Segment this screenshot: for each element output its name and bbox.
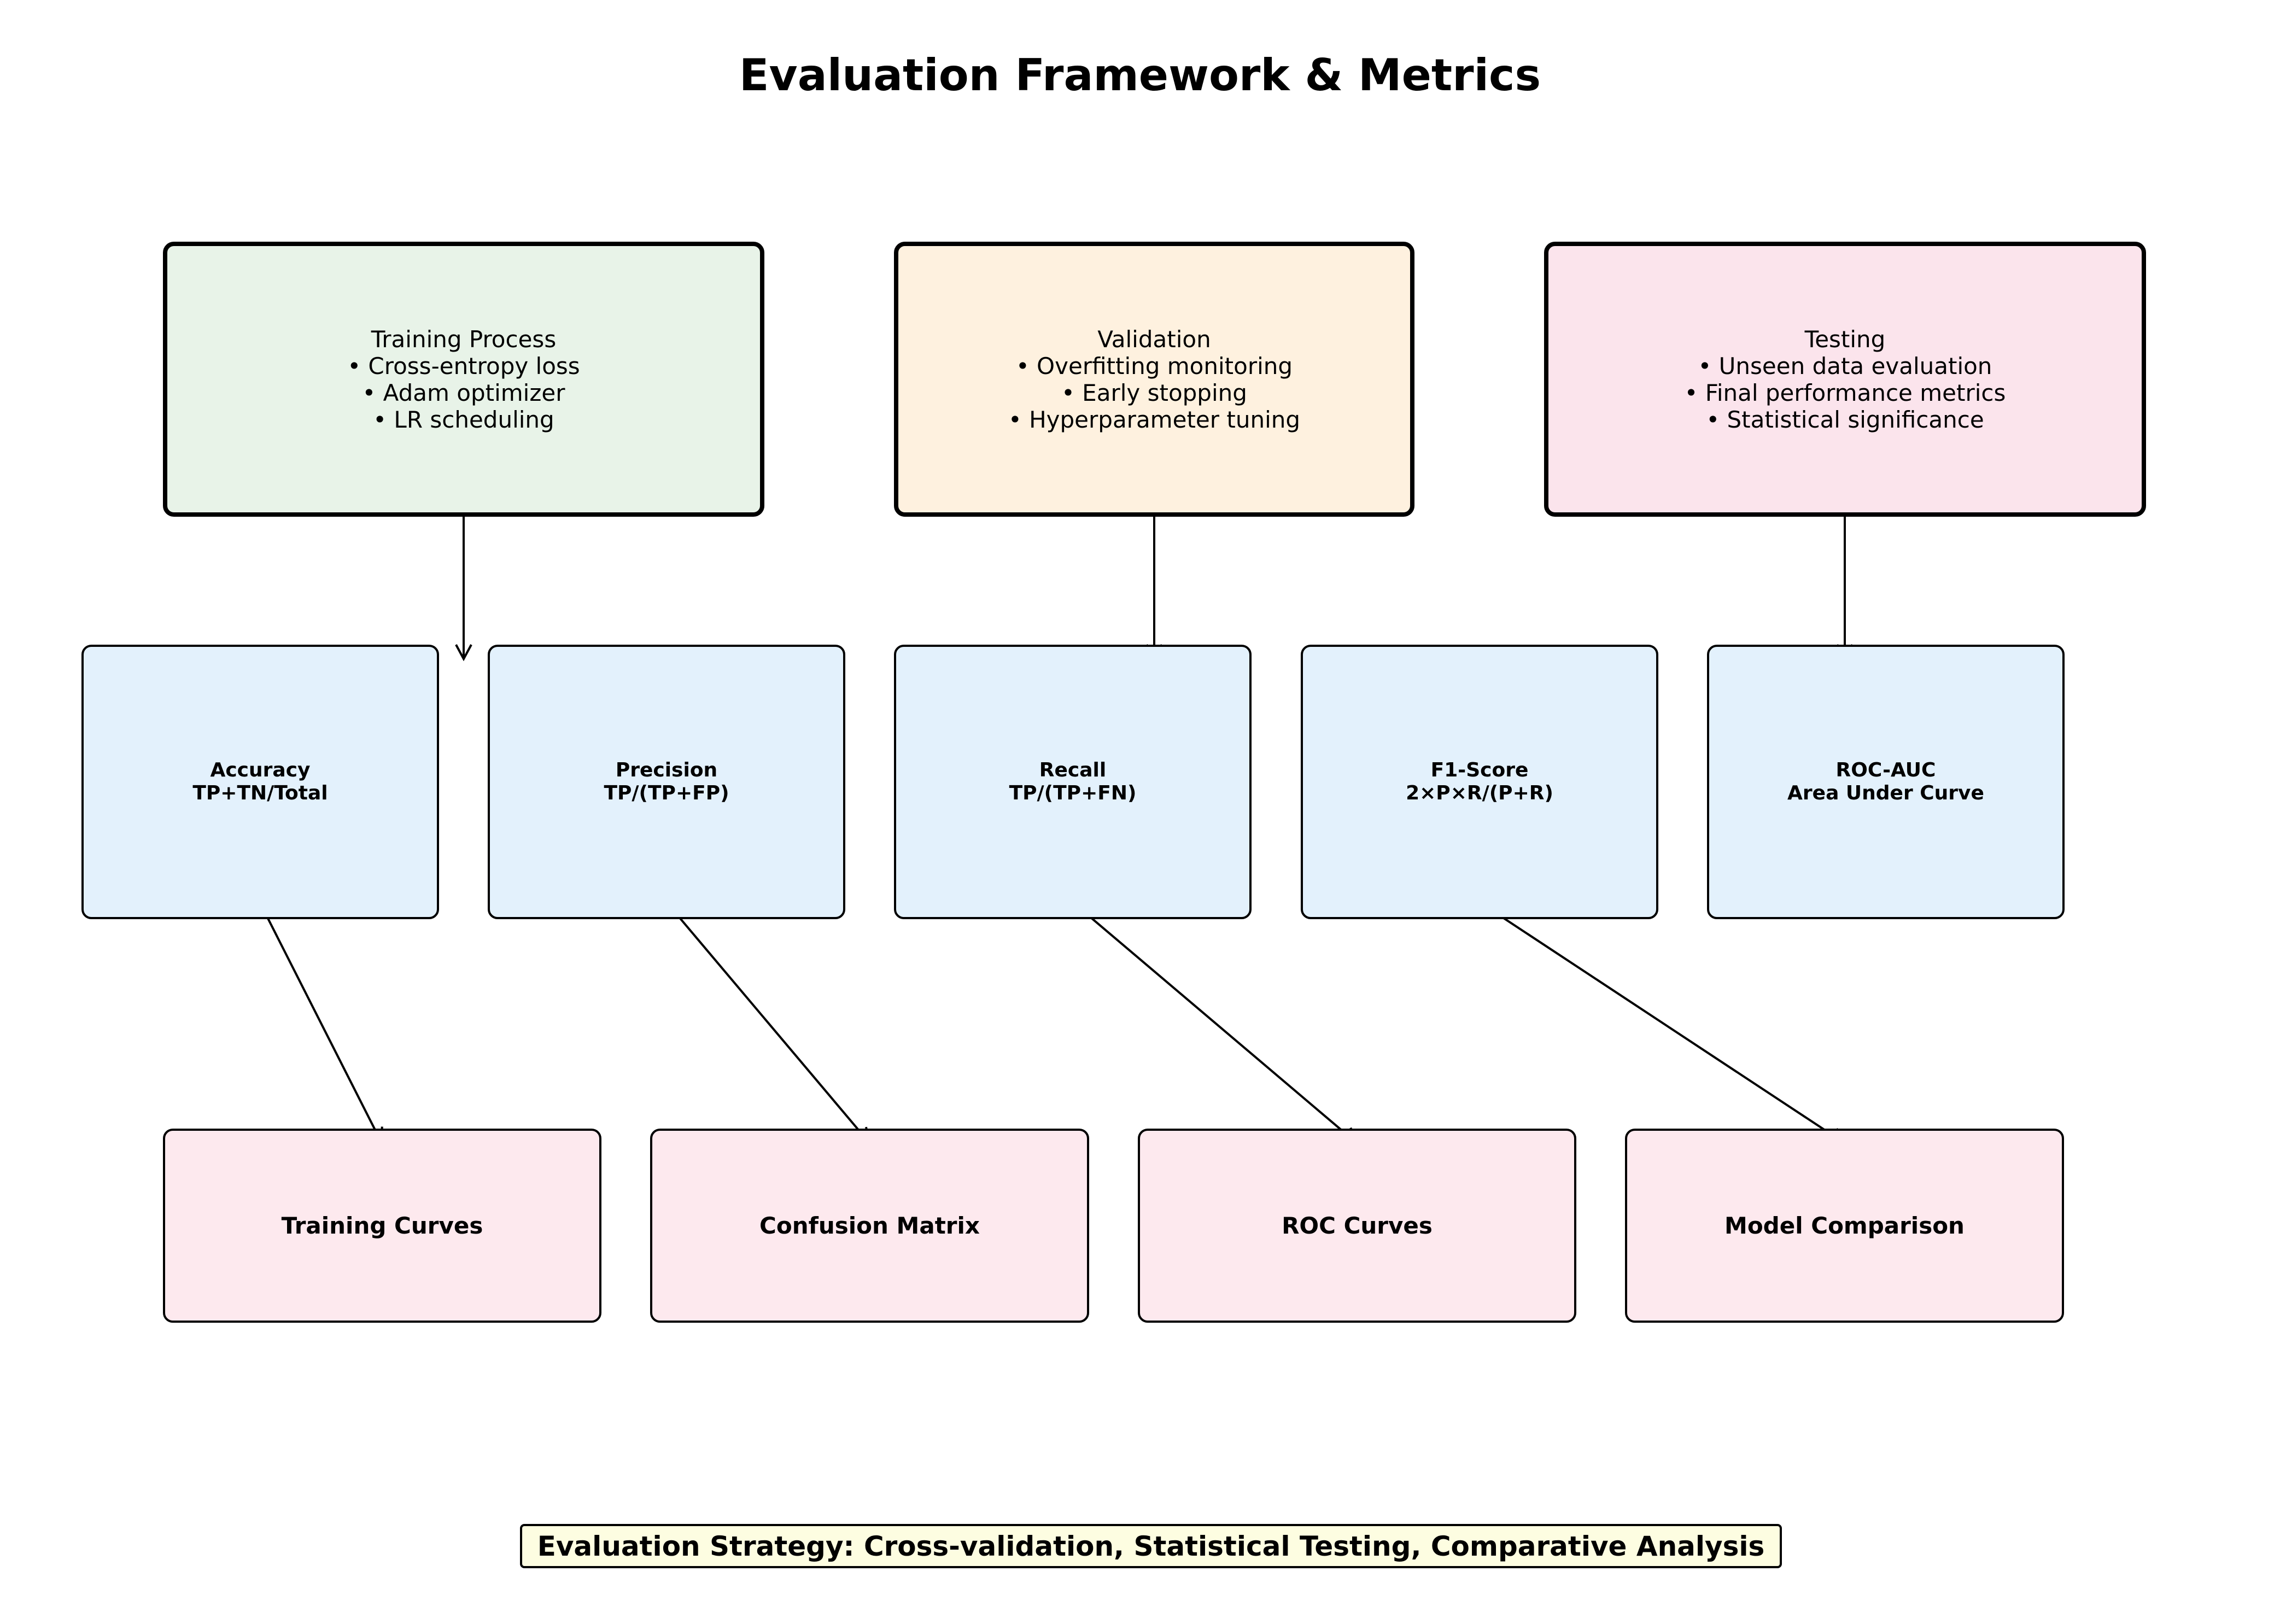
stage-bullet: • Early stopping	[1061, 379, 1247, 406]
viz-label: ROC Curves	[1282, 1212, 1433, 1239]
metric-name: Precision	[615, 759, 718, 781]
stage-bullet: • Cross-entropy loss	[347, 352, 580, 379]
metric-recall: Recall TP/(TP+FN)	[894, 645, 1252, 919]
viz-label: Confusion Matrix	[759, 1212, 980, 1239]
metric-formula: TP+TN/Total	[192, 782, 328, 804]
stage-bullet: • LR scheduling	[373, 406, 554, 433]
arrow-f1-to-model-comparison	[1478, 901, 1846, 1144]
stage-bullet: • Hyperparameter tuning	[1008, 406, 1301, 433]
metric-name: F1-Score	[1430, 759, 1529, 781]
viz-confusion-matrix: Confusion Matrix	[650, 1129, 1089, 1323]
stage-testing: Testing • Unseen data evaluation • Final…	[1544, 242, 2146, 517]
viz-model-comparison: Model Comparison	[1625, 1129, 2064, 1323]
arrow-recall-to-roc-curves	[1072, 901, 1359, 1144]
stage-title: Testing	[1804, 325, 1886, 353]
metric-precision: Precision TP/(TP+FP)	[488, 645, 845, 919]
stage-bullet: • Final performance metrics	[1684, 379, 2006, 406]
stage-bullet: • Statistical significance	[1706, 406, 1984, 433]
arrow-accuracy-to-training-curves	[259, 902, 383, 1145]
page-title: Evaluation Framework & Metrics	[739, 50, 1541, 101]
metric-accuracy: Accuracy TP+TN/Total	[81, 645, 439, 919]
metric-formula: Area Under Curve	[1787, 782, 1984, 804]
stage-bullet: • Unseen data evaluation	[1698, 352, 1992, 379]
metric-f1-score: F1-Score 2×P×R/(P+R)	[1301, 645, 1658, 919]
metric-name: Accuracy	[210, 759, 311, 781]
viz-label: Model Comparison	[1724, 1212, 1965, 1239]
viz-training-curves: Training Curves	[163, 1129, 601, 1323]
metric-name: ROC-AUC	[1835, 759, 1936, 781]
metric-roc-auc: ROC-AUC Area Under Curve	[1707, 645, 2065, 919]
evaluation-strategy-banner: Evaluation Strategy: Cross-validation, S…	[520, 1524, 1782, 1568]
metric-name: Recall	[1039, 759, 1107, 781]
viz-label: Training Curves	[281, 1212, 483, 1239]
viz-roc-curves: ROC Curves	[1138, 1129, 1576, 1323]
stage-bullet: • Overfitting monitoring	[1015, 352, 1293, 379]
metric-formula: TP/(TP+FP)	[604, 782, 729, 804]
stage-validation: Validation • Overfitting monitoring • Ea…	[894, 242, 1414, 517]
stage-bullet: • Adam optimizer	[362, 379, 565, 406]
stage-title: Training Process	[371, 325, 557, 353]
metric-formula: 2×P×R/(P+R)	[1406, 782, 1553, 804]
stage-training: Training Process • Cross-entropy loss • …	[163, 242, 764, 517]
arrow-precision-to-confusion-matrix	[665, 901, 871, 1145]
metric-formula: TP/(TP+FN)	[1009, 782, 1137, 804]
stage-title: Validation	[1097, 325, 1211, 353]
